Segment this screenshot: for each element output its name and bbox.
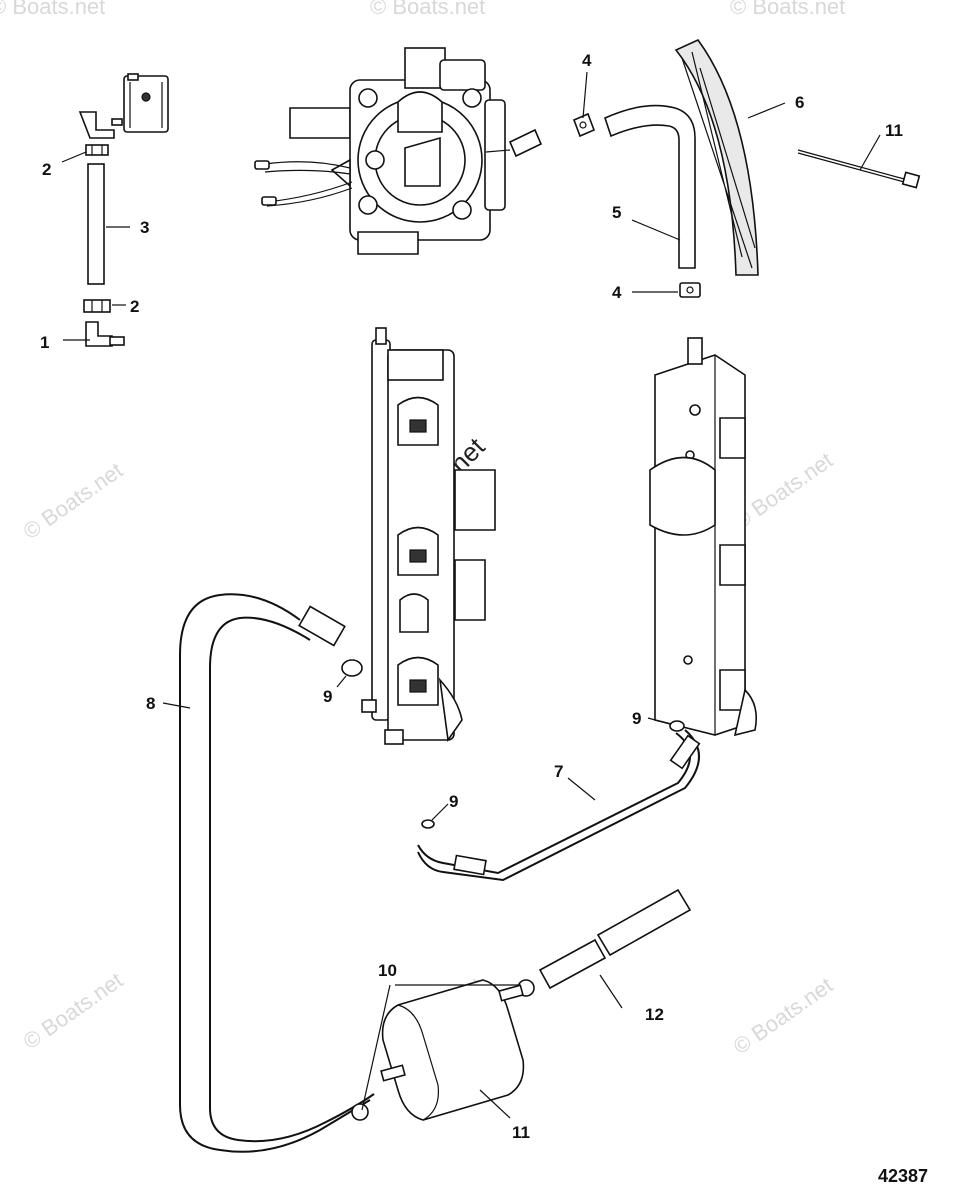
callout-11-lower: 11: [512, 1123, 530, 1142]
callout-9-middle: 9: [449, 792, 458, 811]
callout-7: 7: [554, 762, 563, 781]
cable-tie-11-upper: [797, 149, 921, 189]
watermark-mid-left: © Boats.net: [19, 457, 128, 544]
callout-6: 6: [795, 93, 804, 112]
callout-2-lower: 2: [130, 297, 139, 316]
fuel-line-7: [417, 729, 701, 882]
callout-2-upper: 2: [42, 160, 51, 179]
watermark-top-right: © Boats.net: [730, 0, 845, 19]
fuel-pump-assembly: [254, 47, 543, 255]
fuel-rail-left: [361, 327, 496, 745]
hose-and-clamps-4-5: [572, 104, 701, 298]
fuel-filter-11: [380, 979, 525, 1121]
watermark-low-right: © Boats.net: [729, 972, 838, 1059]
callout-11-upper: 11: [885, 121, 903, 140]
callout-9-left: 9: [323, 687, 332, 706]
callout-3: 3: [140, 218, 149, 237]
braided-hose-6: [674, 39, 759, 276]
o-rings-9: [341, 659, 685, 829]
callout-9-right: 9: [632, 709, 641, 728]
watermark-top-mid: © Boats.net: [370, 0, 485, 19]
hoses-12: [538, 888, 692, 990]
watermark-top-left: © Boats.net: [0, 0, 105, 19]
watermark-low-left: © Boats.net: [19, 967, 128, 1054]
callout-4-lower: 4: [612, 283, 622, 302]
callout-8: 8: [146, 694, 155, 713]
callout-5: 5: [612, 203, 621, 222]
callout-4-upper: 4: [582, 51, 592, 70]
fuel-hose-8: [179, 593, 375, 1153]
leader-lines: [61, 71, 881, 1119]
fitting-assembly-top-left: [78, 73, 169, 347]
callout-labels: 1 2 2 3 4 4 5 6 7 8 9 9 9 10 11 11 12: [40, 51, 903, 1142]
callout-12: 12: [645, 1005, 664, 1024]
fuel-rail-right: [649, 337, 758, 737]
callout-1: 1: [40, 333, 49, 352]
callout-10: 10: [378, 961, 397, 980]
figure-number: 42387: [878, 1166, 928, 1186]
